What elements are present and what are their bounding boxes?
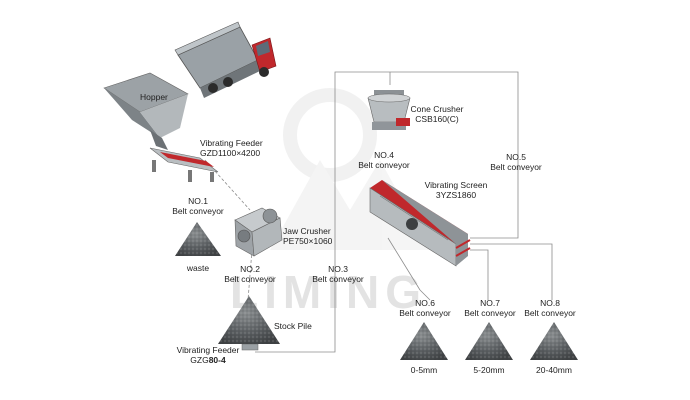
pile-0-5mm [400, 322, 448, 360]
flow-lines [204, 71, 553, 353]
hopper-label: Hopper [140, 92, 168, 102]
pile-20-40mm-label: 20-40mm [536, 365, 572, 375]
conveyor-no2-label: NO.2 Belt conveyor [224, 264, 276, 284]
conveyor-no3-label: NO.3 Belt conveyor [312, 264, 364, 284]
conveyor-no4-label: NO.4 Belt conveyor [358, 150, 410, 170]
jaw-crusher-icon [234, 207, 283, 257]
bottom-feeder-label: Vibrating Feeder GZG80-4 [176, 345, 240, 365]
pile-waste [175, 222, 221, 256]
waste-label: waste [186, 263, 210, 273]
conveyor-no1-label: NO.1 Belt conveyor [172, 196, 224, 216]
pile-5-20mm-label: 5-20mm [473, 365, 505, 375]
conveyor-no6-label: NO.6 Belt conveyor [399, 298, 451, 318]
dump-truck-icon [174, 21, 277, 98]
hopper-icon [103, 72, 189, 150]
jaw-crusher-label: Jaw Crusher PE750×1060 [283, 226, 333, 246]
pile-0-5mm-label: 0-5mm [410, 365, 438, 375]
conveyor-no7-label: NO.7 Belt conveyor [464, 298, 516, 318]
flow-line-no6-a [387, 237, 421, 291]
cone-crusher-label: Cone Crusher CSB160(C) [410, 104, 464, 124]
vibrating-screen-label: Vibrating Screen 3YZS1860 [424, 180, 488, 200]
conveyor-no8-label: NO.8 Belt conveyor [524, 298, 576, 318]
stock-pile-label: Stock Pile [274, 321, 312, 331]
cone-crusher-icon [367, 90, 411, 130]
flow-line-no3 [255, 71, 519, 353]
vibrating-screen-icon [369, 180, 471, 267]
pile-20-40mm [530, 322, 578, 360]
flow-line-jaw-stock [247, 249, 253, 301]
watermark-logo [270, 88, 430, 250]
conveyor-no5-label: NO.5 Belt conveyor [490, 152, 542, 172]
watermark-text: LIMING [230, 266, 427, 318]
pile-5-20mm [465, 322, 513, 360]
vibrating-feeder-label: Vibrating Feeder GZD1100×4200 [200, 138, 263, 158]
pile-stock [218, 296, 280, 344]
vibrating-feeder-icon [149, 147, 219, 182]
bottom-feeder-icon [241, 343, 259, 351]
flow-line-no8 [470, 243, 553, 300]
flow-line-no7 [470, 249, 489, 300]
flow-line-no6-b [419, 289, 431, 301]
